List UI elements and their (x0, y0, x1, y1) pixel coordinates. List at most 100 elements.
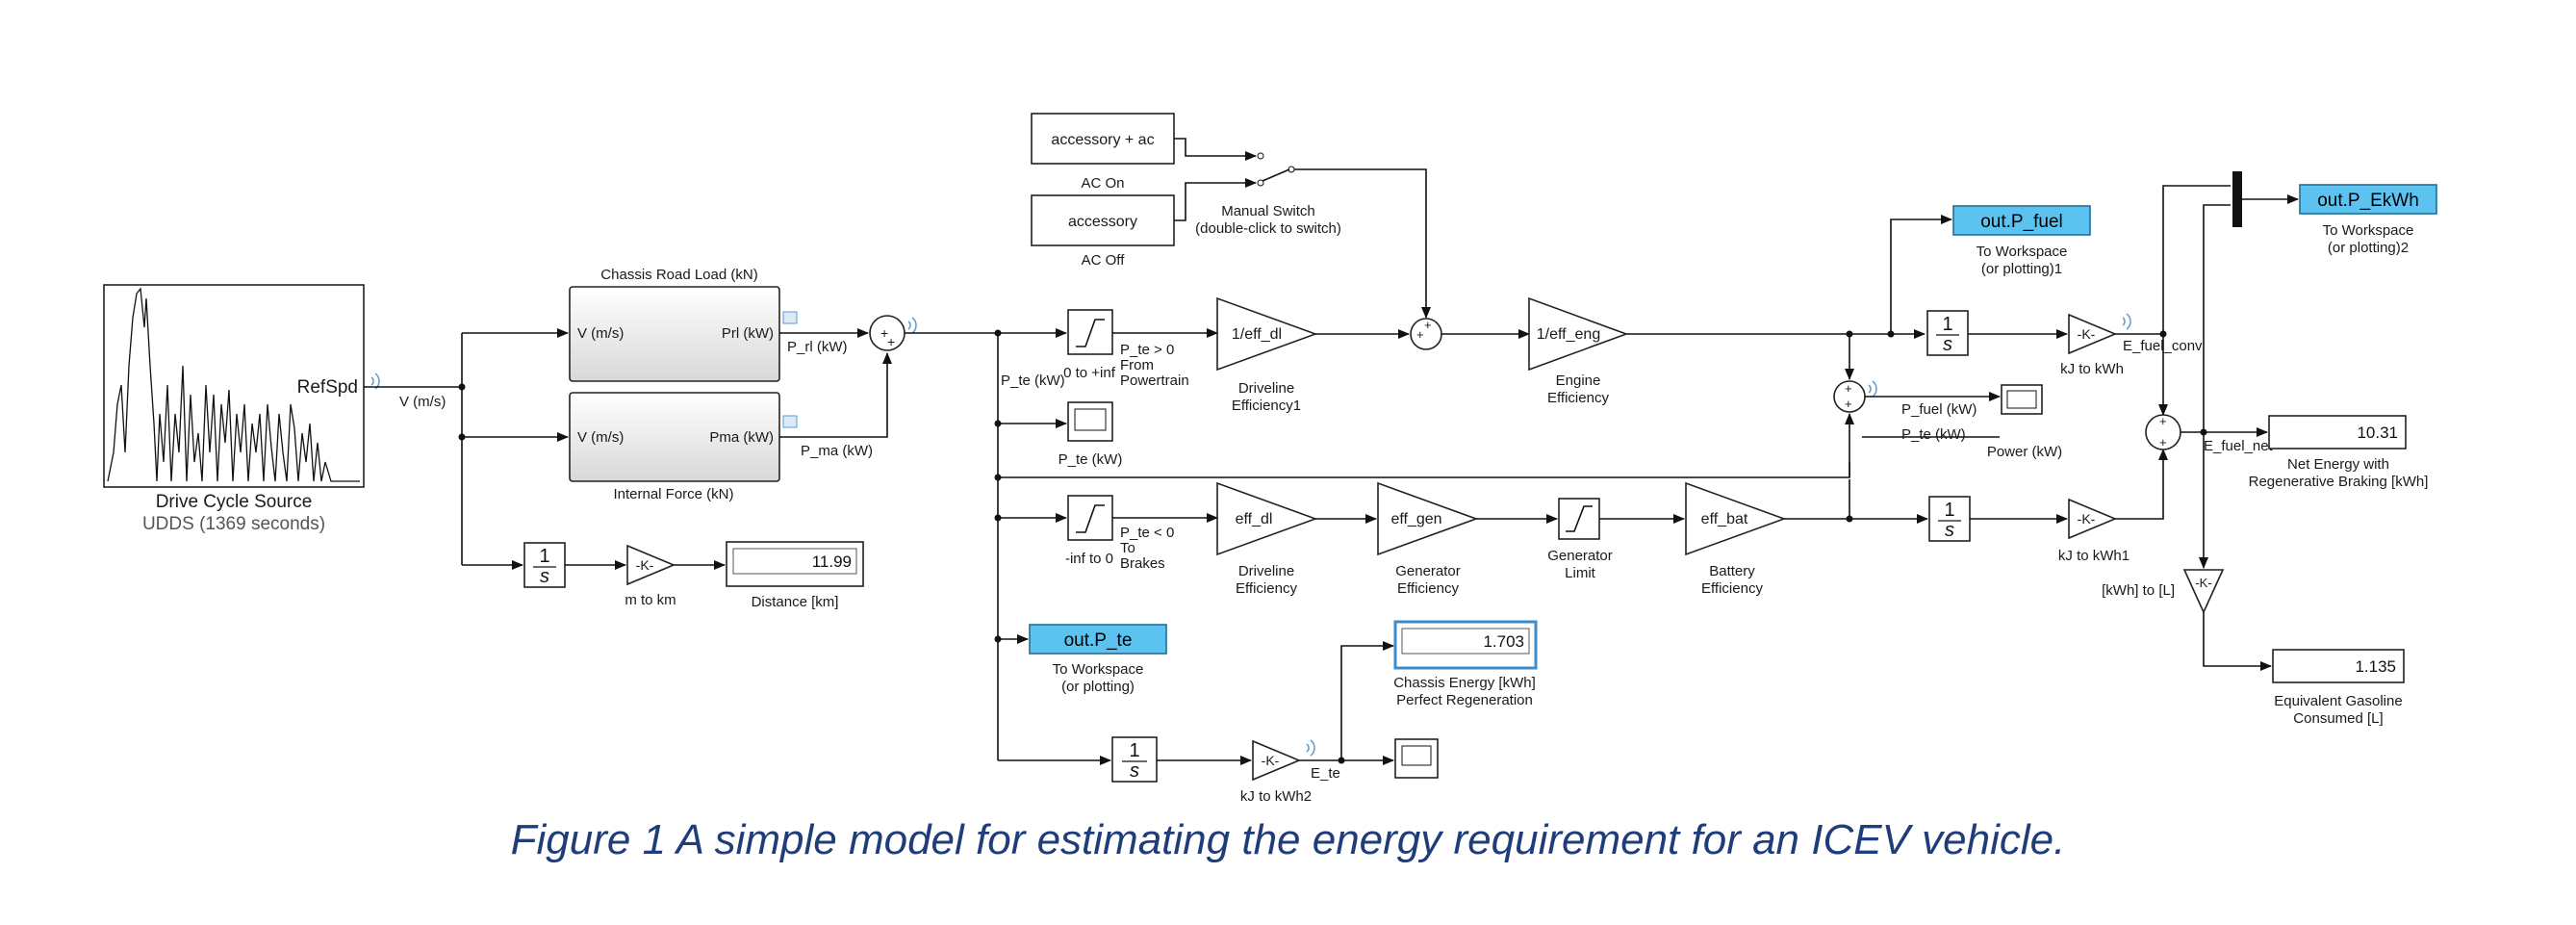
gain-m-to-km[interactable]: -K- m to km (625, 544, 676, 608)
scope-chassis-energy[interactable] (1394, 738, 1439, 779)
integrator-den: s (1943, 334, 1952, 355)
integrator-den: s (1945, 520, 1954, 541)
p-te-label: P_te (kW) (1001, 373, 1065, 389)
sum-block-2[interactable]: + + (1410, 318, 1442, 350)
log-icon (782, 311, 798, 324)
to-workspace-p-fuel[interactable]: out.P_fuel To Workspace (or plotting)1 (1952, 205, 2091, 277)
integrator-chassis[interactable]: 1 s (1111, 736, 1158, 783)
block-name: kJ to kWh1 (2058, 548, 2130, 564)
to-workspace-p-ekwh[interactable]: out.P_EkWh To Workspace (or plotting)2 (2299, 184, 2437, 256)
sat-neg-label: -inf to 0 (1065, 551, 1113, 567)
svg-text:+: + (1845, 381, 1852, 396)
switch-hint: (double-click to switch) (1195, 220, 1341, 237)
svg-text:+: + (880, 325, 888, 341)
display-distance[interactable]: 11.99 Distance [km] (726, 541, 864, 610)
workspace-name: (or plotting)1 (1981, 261, 2062, 277)
gain-text: eff_bat (1701, 511, 1748, 527)
scope-p-te[interactable]: P_te (kW) (1058, 401, 1123, 468)
powertrain-label: Powertrain (1120, 373, 1189, 389)
constant-value: accessory + ac (1051, 132, 1154, 148)
svg-text:+: + (1845, 397, 1852, 411)
road-load-input-port: V (m/s) (577, 325, 624, 342)
gain-kj-to-kwh2[interactable]: -K- kJ to kWh2 (1240, 739, 1312, 805)
battery-efficiency-gain[interactable]: eff_bat Battery Efficiency (1685, 481, 1787, 597)
sat-pos-label: 0 to +inf (1063, 365, 1116, 381)
signal-broadcast-icon (907, 317, 917, 334)
integrator-battery[interactable]: 1 s (1928, 496, 1971, 542)
scope-name: Power (kW) (1987, 444, 2062, 460)
driveline-efficiency-gain[interactable]: eff_dl Driveline Efficiency (1216, 481, 1318, 597)
constant-accessory-ac[interactable]: accessory + ac AC On (1031, 113, 1175, 192)
drive-cycle-source-block[interactable]: RefSpd Drive Cycle Source UDDS (1369 sec… (103, 284, 365, 534)
display-label: Chassis Energy [kWh] (1393, 675, 1536, 691)
p-te-pos-label: P_te > 0 (1120, 342, 1174, 358)
display-chassis-energy[interactable]: 1.703 Chassis Energy [kWh] Perfect Regen… (1393, 620, 1538, 708)
display-value: 11.99 (812, 552, 852, 571)
gain-text: 1/eff_eng (1537, 326, 1600, 343)
road-load-output-port: Prl (kW) (722, 325, 774, 342)
integrator-fuel[interactable]: 1 s (1926, 310, 1969, 356)
signal-broadcast-icon (1306, 739, 1315, 757)
display-gasoline[interactable]: 1.135 Equivalent Gasoline Consumed [L] (2272, 649, 2405, 727)
integrator-num: 1 (539, 546, 549, 567)
gain-kj-to-kwh1[interactable]: -K- kJ to kWh1 (2058, 498, 2130, 564)
constant-name: AC On (1081, 175, 1124, 192)
svg-text:+: + (1416, 327, 1424, 342)
internal-output-port: Pma (kW) (709, 429, 774, 446)
workspace-name: (or plotting)2 (2328, 240, 2409, 256)
gain-kwh-to-l[interactable]: -K- [kWh] to [L] (2102, 569, 2225, 614)
p-ma-label: P_ma (kW) (801, 443, 873, 459)
road-load-title: Chassis Road Load (kN) (600, 267, 757, 283)
internal-force-subsystem[interactable]: V (m/s) Pma (kW) Internal Force (kN) (569, 392, 780, 502)
display-label: Equivalent Gasoline (2274, 693, 2402, 709)
generator-efficiency-gain[interactable]: eff_gen Generator Efficiency (1377, 481, 1479, 597)
sum-block-3[interactable]: + + (1833, 380, 1866, 413)
block-name: Driveline (1238, 380, 1294, 397)
e-te-label: E_te (1311, 765, 1340, 782)
svg-text:+: + (1424, 318, 1432, 332)
manual-switch-block[interactable]: Manual Switch (double-click to switch) (1195, 152, 1341, 237)
gain-kj-to-kwh[interactable]: -K- kJ to kWh (2060, 313, 2124, 377)
display-label: Consumed [L] (2293, 710, 2383, 727)
gain-text: 1/eff_dl (1232, 326, 1282, 343)
block-name: Efficiency (1236, 580, 1297, 597)
gain-text: -K- (2078, 511, 2096, 527)
block-name: Generator (1395, 563, 1461, 579)
e-fuel-conv-label: E_fuel_conv (2123, 338, 2203, 354)
gain-text: -K- (636, 557, 654, 573)
saturation-negative-block[interactable]: -inf to 0 (1065, 495, 1113, 567)
gain-text: eff_dl (1236, 511, 1273, 527)
svg-text:+: + (887, 334, 895, 349)
saturation-positive-block[interactable]: 0 to +inf (1063, 309, 1116, 381)
signal-broadcast-icon (2122, 313, 2131, 330)
constant-accessory[interactable]: accessory AC Off (1031, 194, 1175, 269)
workspace-var: out.P_te (1064, 630, 1133, 651)
drive-cycle-subtitle: UDDS (1369 seconds) (142, 514, 325, 534)
display-net-energy[interactable]: 10.31 Net Energy with Regenerative Braki… (2249, 415, 2429, 490)
constant-value: accessory (1068, 214, 1137, 230)
p-te2-label: P_te (kW) (1901, 426, 1966, 443)
scope-name: P_te (kW) (1058, 451, 1123, 468)
block-name: kJ to kWh (2060, 361, 2124, 377)
switch-name: Manual Switch (1221, 203, 1315, 219)
constant-name: AC Off (1082, 252, 1126, 269)
to-workspace-p-te[interactable]: out.P_te To Workspace (or plotting) (1029, 624, 1167, 695)
p-fuel-label: P_fuel (kW) (1901, 401, 1977, 418)
engine-efficiency-gain[interactable]: 1/eff_eng Engine Efficiency (1528, 296, 1629, 406)
integrator-distance[interactable]: 1 s (523, 542, 566, 588)
driveline-efficiency1-gain[interactable]: 1/eff_dl Driveline Efficiency1 (1216, 296, 1318, 414)
signal-broadcast-icon (1868, 380, 1877, 398)
display-label: Regenerative Braking [kWh] (2249, 474, 2429, 490)
sum-block-net[interactable]: + + (2145, 414, 2181, 450)
brakes-label: Brakes (1120, 555, 1165, 572)
block-name: Efficiency (1701, 580, 1763, 597)
scope-power[interactable]: Power (kW) (1987, 384, 2062, 460)
block-name: kJ to kWh2 (1240, 788, 1312, 805)
p-te-neg-label: P_te < 0 (1120, 525, 1174, 541)
generator-limit-saturation[interactable]: Generator Limit (1547, 498, 1613, 581)
block-name: m to km (625, 592, 676, 608)
sum-block-1[interactable]: + + (869, 315, 905, 351)
block-name: Driveline (1238, 563, 1294, 579)
chassis-road-load-subsystem[interactable]: Chassis Road Load (kN) V (m/s) Prl (kW) (569, 267, 780, 382)
mux-block[interactable] (2232, 171, 2242, 227)
